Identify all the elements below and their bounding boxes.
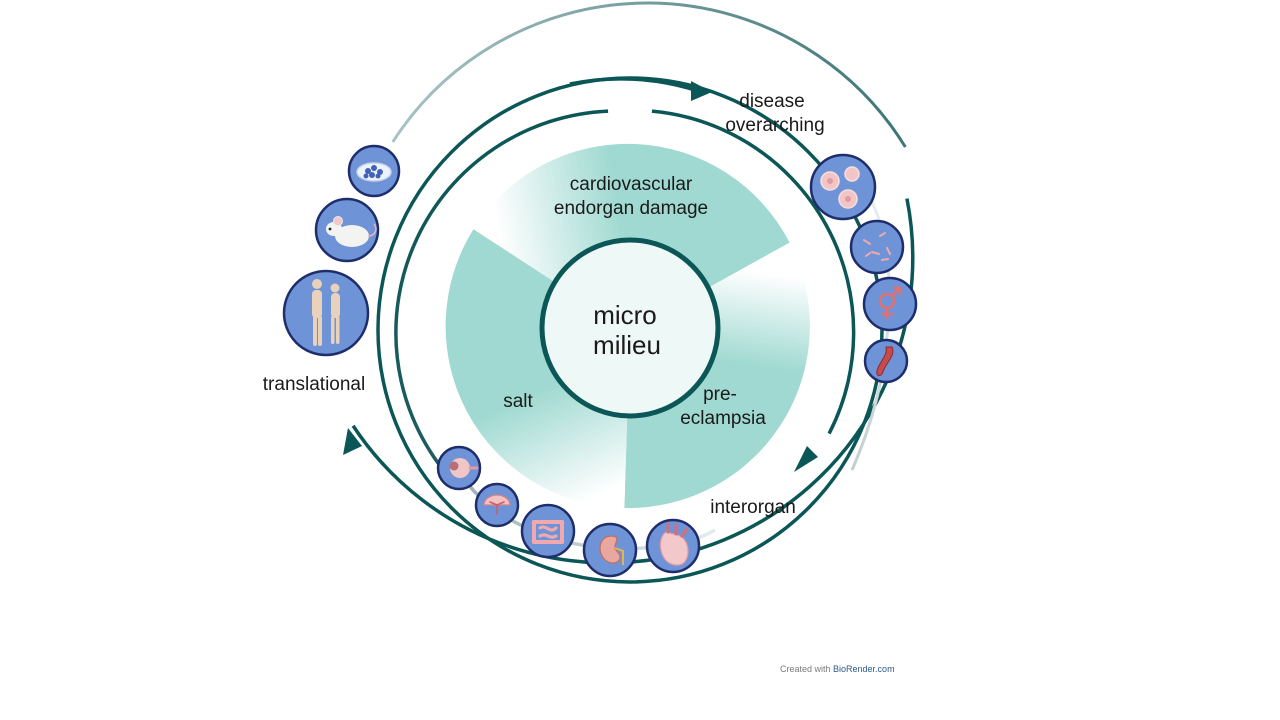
- salt-label: salt: [503, 391, 533, 412]
- sector-cardiovascular: [473, 143, 790, 290]
- inner-ring-left-arc: [394, 109, 609, 470]
- cardio-label-line2: endorgan damage: [554, 198, 708, 219]
- kidney-icon: [582, 522, 638, 578]
- sex-symbol-icon: [862, 276, 918, 332]
- preeclampsia-label-line1: pre-: [703, 384, 737, 405]
- mouse-icon: [314, 197, 380, 263]
- center-label-line1: micro: [593, 300, 657, 330]
- intestine-icon: [520, 503, 576, 559]
- inner-ring-right-arc: [651, 109, 856, 435]
- bacteria-icon: [849, 219, 905, 275]
- translational-label: translational: [263, 374, 365, 395]
- cells-icon: [809, 153, 877, 221]
- human-figures-icon: [282, 269, 370, 357]
- credit-brand: BioRender.com: [833, 664, 895, 674]
- center-circle: [539, 237, 721, 419]
- disease-label-line2: overarching: [725, 115, 824, 136]
- biorender-credit: Created with BioRender.com: [780, 664, 895, 674]
- middle-ring-top-arrow: [569, 77, 696, 92]
- interorgan-label: interorgan: [710, 497, 796, 518]
- cardio-label-line1: cardiovascular: [570, 174, 693, 195]
- credit-prefix: Created with: [780, 664, 833, 674]
- eye-icon: [436, 445, 482, 491]
- heart-icon: [645, 518, 701, 574]
- outer-arc-right: [351, 198, 915, 565]
- cell-culture-icon: [347, 144, 401, 198]
- inner-ring-arrowhead: [794, 446, 818, 472]
- disease-label-line1: disease: [739, 91, 805, 112]
- outer-arc-top: [391, 1, 907, 148]
- outer-arc-arrowhead: [343, 428, 362, 455]
- middle-ring-top-arrowhead: [691, 81, 712, 101]
- preeclampsia-label-line2: eclampsia: [680, 408, 766, 429]
- sector-preeclampsia: [624, 242, 810, 509]
- center-label-line2: milieu: [593, 330, 661, 360]
- blood-vessel-icon: [863, 338, 909, 384]
- placenta-icon: [474, 482, 520, 528]
- sector-salt: [445, 229, 628, 509]
